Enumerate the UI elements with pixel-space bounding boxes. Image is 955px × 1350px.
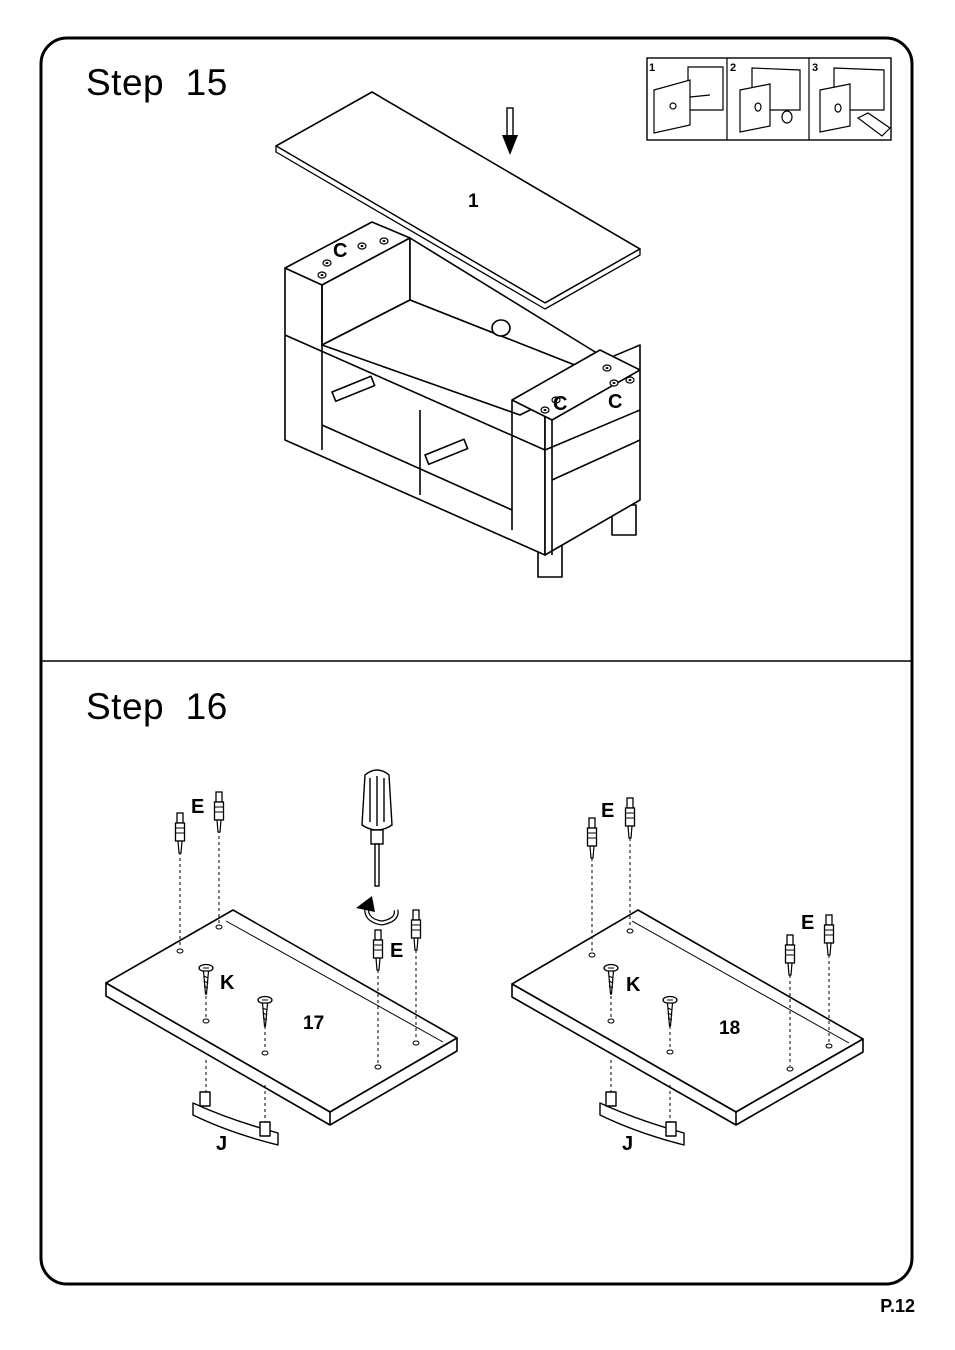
step-16-title: Step 16 (86, 686, 228, 728)
board-17-number: 17 (303, 1013, 324, 1035)
inset-step-2: 2 (730, 62, 736, 74)
board-17-screw-label: K (220, 972, 234, 995)
hardware-label-c-2: C (553, 393, 567, 416)
cam-lock-inset: 1 2 3 (647, 58, 891, 140)
board-17-cam-label: E (191, 796, 204, 819)
rotate-arrow-icon (356, 896, 396, 923)
inset-step-1: 1 (649, 62, 655, 74)
board-18 (512, 910, 863, 1125)
board-17-cam-label-2: E (390, 940, 403, 963)
handle-18 (600, 1092, 684, 1145)
board-18-cam-label-2: E (801, 912, 814, 935)
top-panel-label: 1 (468, 191, 479, 213)
inset-step-3: 3 (812, 62, 818, 74)
board-18-screw-label: K (626, 974, 640, 997)
board-17-handle-label: J (216, 1133, 227, 1156)
page-number: P.12 (880, 1296, 915, 1317)
hardware-label-c-3: C (608, 391, 622, 414)
board-18-handle-label: J (622, 1133, 633, 1156)
step-15-title: Step 15 (86, 62, 228, 104)
board-18-number: 18 (719, 1018, 740, 1040)
hardware-label-c-1: C (333, 240, 347, 263)
board-17 (106, 910, 457, 1125)
screwdriver-icon (362, 770, 392, 886)
board-18-cam-label: E (601, 800, 614, 823)
down-arrow-icon (502, 108, 518, 155)
